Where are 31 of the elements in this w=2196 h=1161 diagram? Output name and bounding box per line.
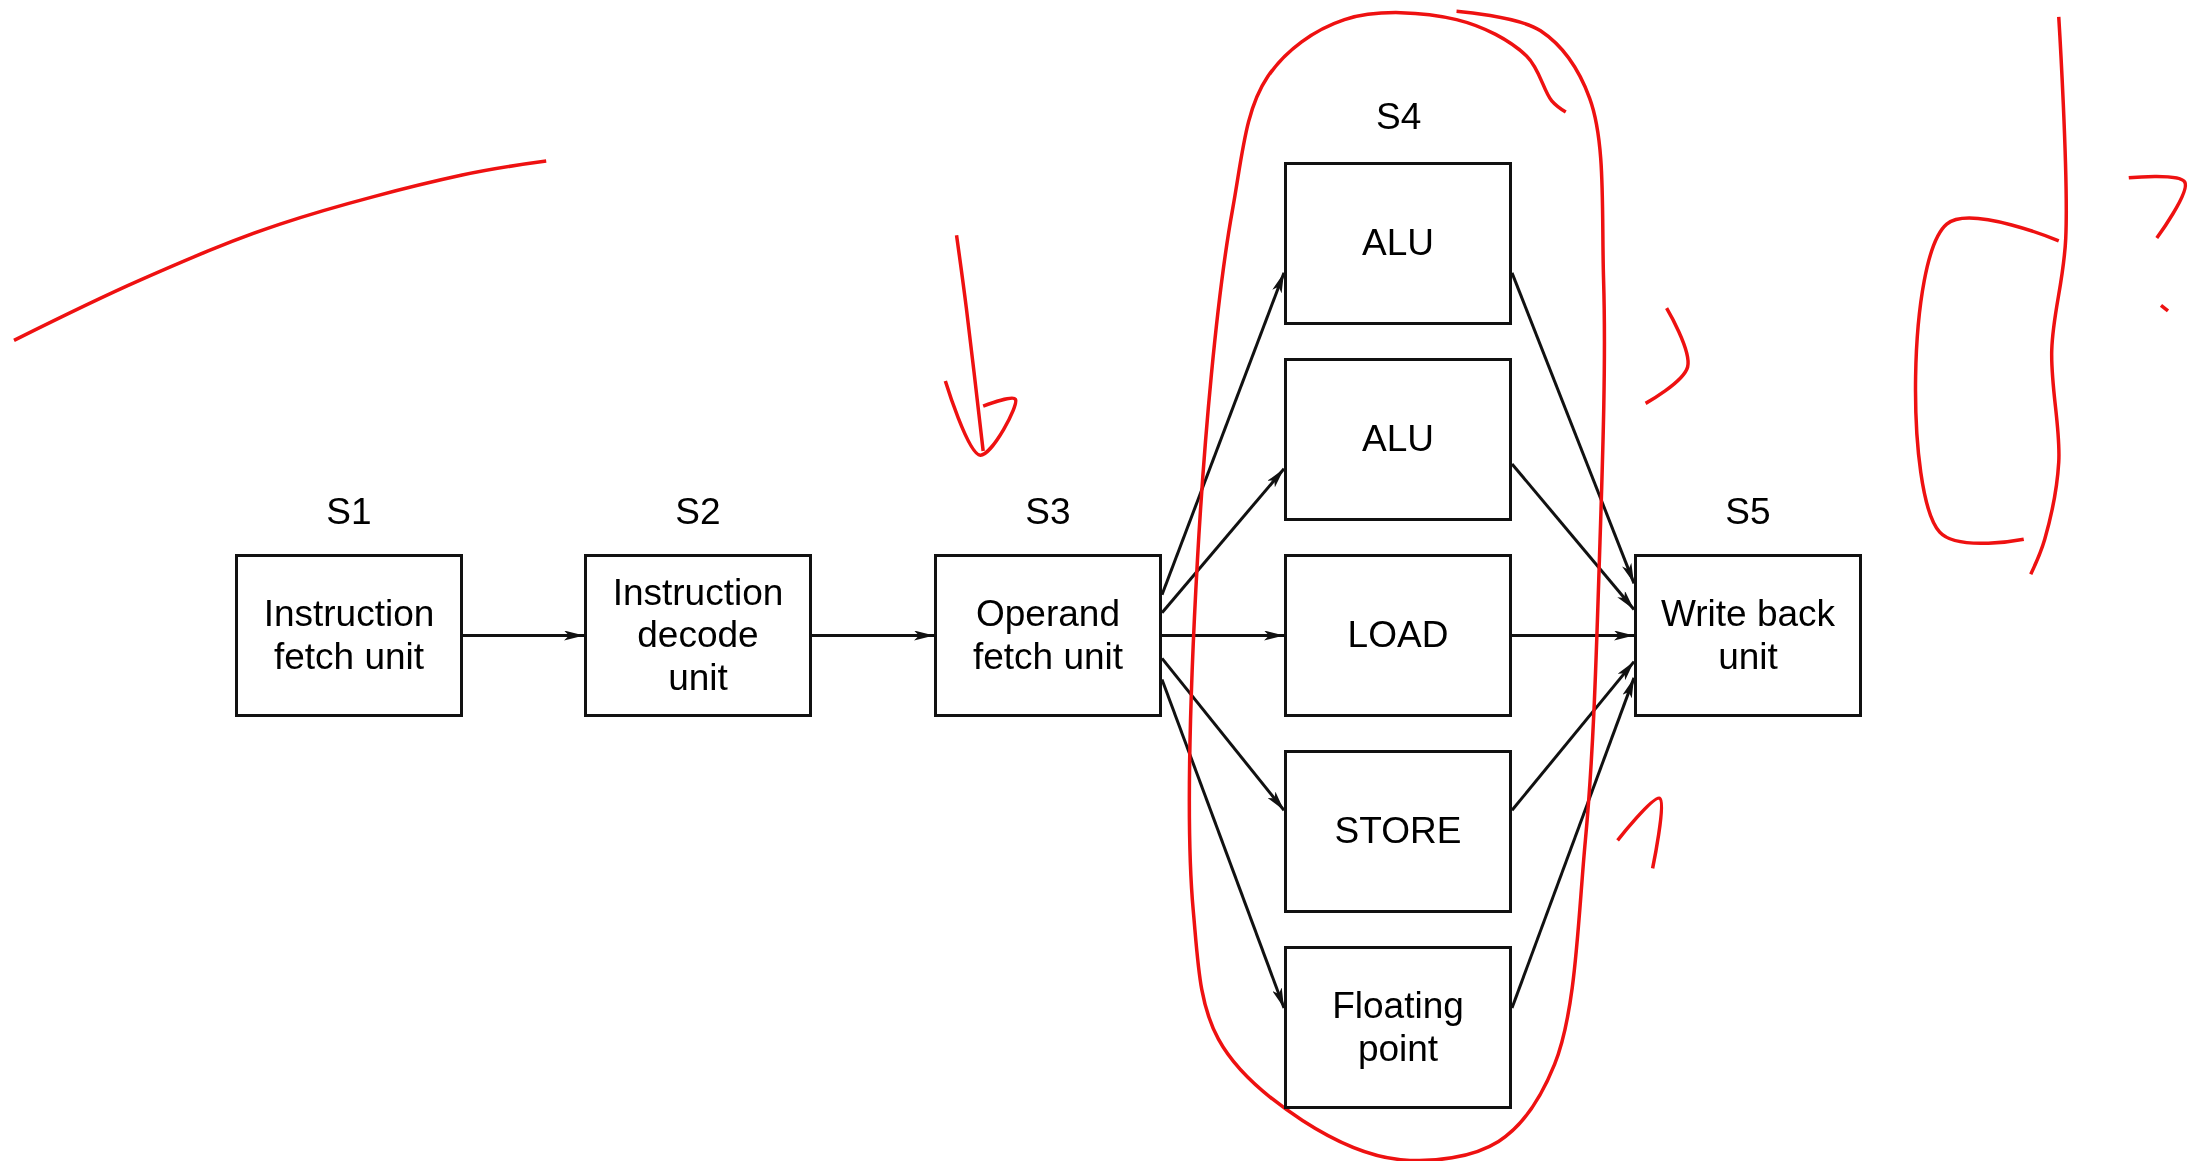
unit-name: Write back unit <box>1660 592 1836 679</box>
stage-label: S2 <box>675 491 721 533</box>
unit-name: Instruction fetch unit <box>262 592 436 679</box>
arrow <box>1160 679 1286 1009</box>
unit-name: Floating point <box>1331 984 1465 1071</box>
process-box <box>1284 750 1512 913</box>
stage-label: S5 <box>1725 491 1771 533</box>
unit-name: Operand fetch unit <box>971 592 1125 679</box>
arrow <box>812 630 934 641</box>
arrow <box>463 630 584 641</box>
process-box <box>1284 554 1512 717</box>
stage-label: S3 <box>1025 491 1071 533</box>
unit-name: STORE <box>1334 810 1462 853</box>
stage-label: S1 <box>326 491 372 533</box>
unit-name: ALU <box>1362 222 1434 265</box>
arrow <box>1512 630 1634 641</box>
process-box <box>1284 946 1512 1109</box>
arrow <box>1510 463 1636 611</box>
arrow <box>1510 272 1636 584</box>
process-box <box>1284 358 1512 521</box>
arrow <box>1160 272 1286 596</box>
process-box <box>1284 162 1512 325</box>
arrow <box>1160 467 1286 614</box>
arrow <box>1162 630 1284 641</box>
unit-name: ALU <box>1362 418 1434 461</box>
unit-name: Instruction decode unit <box>611 571 785 700</box>
arrow <box>1160 657 1286 812</box>
arrow <box>1510 660 1636 812</box>
stage-label: S4 <box>1376 96 1422 138</box>
arrow <box>1510 677 1636 1009</box>
unit-name: LOAD <box>1347 614 1449 657</box>
